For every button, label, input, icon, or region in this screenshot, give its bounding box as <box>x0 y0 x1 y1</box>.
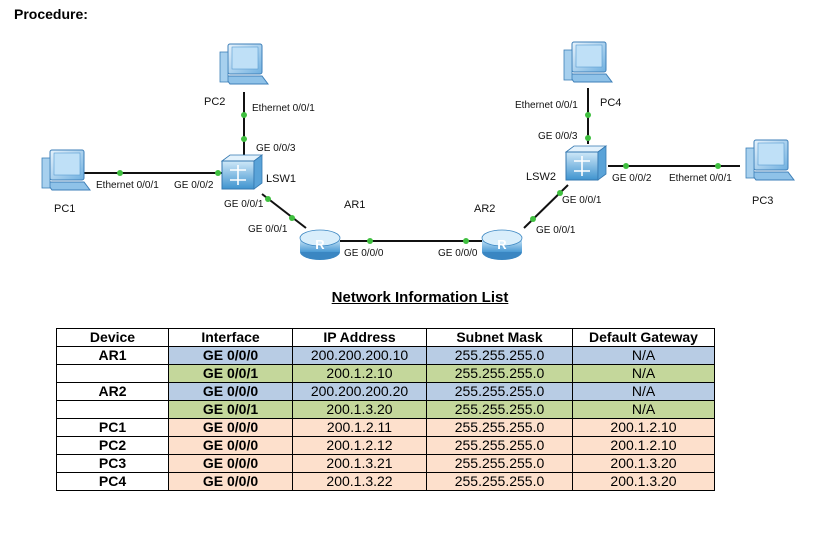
ip-cell: 200.1.3.20 <box>292 400 427 419</box>
device-cell: PC2 <box>56 436 169 455</box>
pc4-port-label: Ethernet 0/0/1 <box>515 100 578 111</box>
table-header-row: Device Interface IP Address Subnet Mask … <box>56 328 715 347</box>
device-cell: PC3 <box>56 454 169 473</box>
mask-cell: 255.255.255.0 <box>426 382 573 401</box>
pc2-port-label: Ethernet 0/0/1 <box>252 103 315 114</box>
ar2-ge000-label: GE 0/0/0 <box>438 248 478 259</box>
gateway-cell: N/A <box>572 382 715 401</box>
header-ip-address: IP Address <box>292 328 427 347</box>
ar1-ge001-label: GE 0/0/1 <box>248 224 288 235</box>
interface-cell: GE 0/0/1 <box>168 400 293 419</box>
pc1-icon <box>41 149 91 191</box>
device-cell: PC4 <box>56 472 169 491</box>
pc2-label: PC2 <box>204 96 225 108</box>
gateway-cell: 200.1.3.20 <box>572 454 715 473</box>
ip-cell: 200.1.3.22 <box>292 472 427 491</box>
ar1-ge000-label: GE 0/0/0 <box>344 248 384 259</box>
interface-cell: GE 0/0/0 <box>168 382 293 401</box>
device-cell: AR2 <box>56 382 169 401</box>
gateway-cell: N/A <box>572 400 715 419</box>
gateway-cell: 200.1.2.10 <box>572 436 715 455</box>
interface-cell: GE 0/0/0 <box>168 418 293 437</box>
ip-cell: 200.1.3.21 <box>292 454 427 473</box>
pc1-label: PC1 <box>54 203 75 215</box>
network-info-table: Device Interface IP Address Subnet Mask … <box>56 328 715 491</box>
mask-cell: 255.255.255.0 <box>426 418 573 437</box>
device-cell <box>56 364 169 383</box>
device-cell <box>56 400 169 419</box>
interface-cell: GE 0/0/0 <box>168 346 293 365</box>
mask-cell: 255.255.255.0 <box>426 436 573 455</box>
ar2-label: AR2 <box>474 203 495 215</box>
pc3-port-label: Ethernet 0/0/1 <box>669 173 732 184</box>
lsw1-ge001-label: GE 0/0/1 <box>224 199 264 210</box>
lsw1-label: LSW1 <box>266 173 296 185</box>
pc3-label: PC3 <box>752 195 773 207</box>
mask-cell: 255.255.255.0 <box>426 454 573 473</box>
lsw2-label: LSW2 <box>526 171 556 183</box>
ip-cell: 200.1.2.12 <box>292 436 427 455</box>
pc3-icon <box>745 139 795 181</box>
device-cell: AR1 <box>56 346 169 365</box>
procedure-heading: Procedure: <box>14 6 88 22</box>
header-default-gateway: Default Gateway <box>572 328 715 347</box>
network-topology-diagram: R R PC1 PC2 PC4 PC3 LSW1 LSW2 AR1 AR2 Et… <box>41 41 795 261</box>
ip-cell: 200.200.200.20 <box>292 382 427 401</box>
ip-cell: 200.200.200.10 <box>292 346 427 365</box>
ip-cell: 200.1.2.10 <box>292 364 427 383</box>
interface-cell: GE 0/0/0 <box>168 454 293 473</box>
lsw1-ge002-label: GE 0/0/2 <box>174 180 214 191</box>
mask-cell: 255.255.255.0 <box>426 364 573 383</box>
pc4-icon <box>563 41 613 83</box>
lsw2-ge001-label: GE 0/0/1 <box>562 195 602 206</box>
ar1-router-glyph: R <box>315 237 325 252</box>
gateway-cell: N/A <box>572 364 715 383</box>
ar2-ge001-label: GE 0/0/1 <box>536 225 576 236</box>
lsw2-switch-icon <box>565 145 607 181</box>
mask-cell: 255.255.255.0 <box>426 472 573 491</box>
table-title: Network Information List <box>331 289 509 306</box>
lsw2-ge003-label: GE 0/0/3 <box>538 131 578 142</box>
ar1-label: AR1 <box>344 199 365 211</box>
lsw1-switch-icon <box>221 154 263 190</box>
gateway-cell: 200.1.3.20 <box>572 472 715 491</box>
lsw1-ge003-label: GE 0/0/3 <box>256 143 296 154</box>
interface-cell: GE 0/0/0 <box>168 472 293 491</box>
ip-cell: 200.1.2.11 <box>292 418 427 437</box>
device-cell: PC1 <box>56 418 169 437</box>
lsw2-ge002-label: GE 0/0/2 <box>612 173 652 184</box>
pc1-port-label: Ethernet 0/0/1 <box>96 180 159 191</box>
network-links <box>80 88 740 242</box>
header-subnet-mask: Subnet Mask <box>426 328 573 347</box>
pc2-icon <box>219 43 269 85</box>
ar2-router-glyph: R <box>497 237 507 252</box>
header-device: Device <box>56 328 169 347</box>
gateway-cell: 200.1.2.10 <box>572 418 715 437</box>
mask-cell: 255.255.255.0 <box>426 400 573 419</box>
interface-cell: GE 0/0/1 <box>168 364 293 383</box>
mask-cell: 255.255.255.0 <box>426 346 573 365</box>
pc4-label: PC4 <box>600 97 621 109</box>
header-interface: Interface <box>168 328 293 347</box>
gateway-cell: N/A <box>572 346 715 365</box>
interface-cell: GE 0/0/0 <box>168 436 293 455</box>
port-indicators <box>117 112 721 244</box>
